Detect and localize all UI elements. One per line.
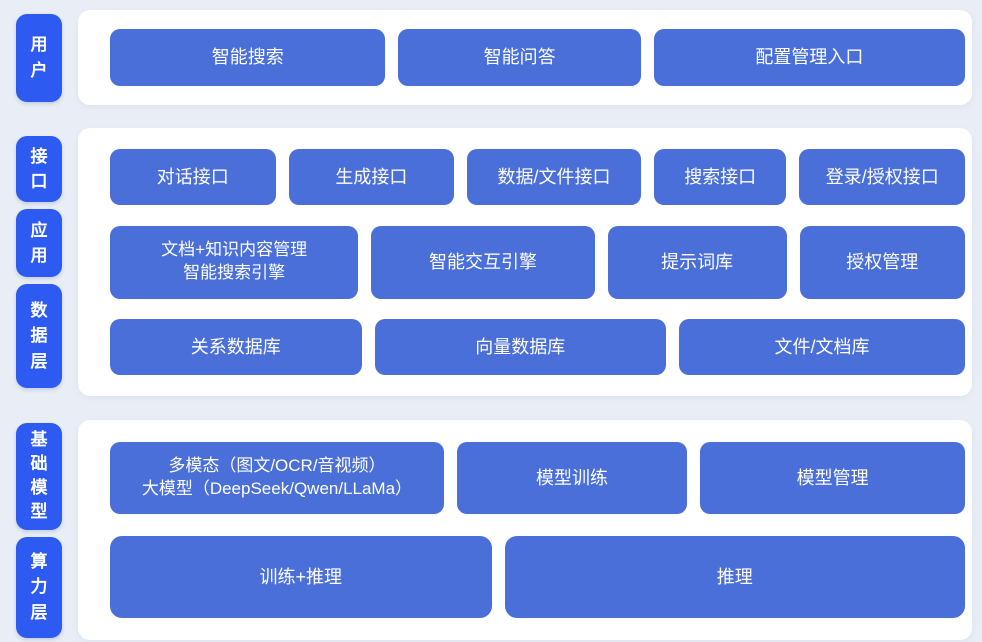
block-inference: 推理 bbox=[504, 536, 965, 618]
block-authorization-management: 授权管理 bbox=[799, 225, 966, 299]
card-middle: 对话接口 生成接口 数据/文件接口 搜索接口 登录/授权接口 文档+知识内容管理… bbox=[78, 128, 972, 396]
block-doc-knowledge-search-engine: 文档+知识内容管理 智能搜索引擎 bbox=[110, 225, 359, 299]
layer-labels-user: 用 户 bbox=[16, 10, 62, 105]
block-training-inference: 训练+推理 bbox=[110, 536, 492, 618]
layer-label-compute: 算 力 层 bbox=[16, 536, 62, 638]
row-applications: 文档+知识内容管理 智能搜索引擎 智能交互引擎 提示词库 授权管理 bbox=[78, 225, 972, 299]
layer-label-application: 应 用 bbox=[16, 209, 62, 277]
block-search-api: 搜索接口 bbox=[653, 148, 787, 205]
row-interfaces: 对话接口 生成接口 数据/文件接口 搜索接口 登录/授权接口 bbox=[78, 148, 972, 205]
block-prompt-library: 提示词库 bbox=[607, 225, 787, 299]
layer-labels-middle: 接 口 应 用 数 据 层 bbox=[16, 128, 62, 396]
row-foundation-models: 多模态（图文/OCR/音视频） 大模型（DeepSeek/Qwen/LLaMa）… bbox=[78, 442, 972, 514]
card-user: 智能搜索 智能问答 配置管理入口 bbox=[78, 10, 972, 105]
block-login-auth-api: 登录/授权接口 bbox=[799, 148, 965, 205]
layer-label-interface: 接 口 bbox=[16, 136, 62, 202]
block-intelligent-interaction-engine: 智能交互引擎 bbox=[371, 225, 595, 299]
block-data-file-api: 数据/文件接口 bbox=[467, 148, 641, 205]
layer-labels-bottom: 基 础 模 型 算 力 层 bbox=[16, 420, 62, 640]
block-model-management: 模型管理 bbox=[700, 442, 965, 514]
band-foundation-compute: 基 础 模 型 算 力 层 多模态（图文/OCR/音视频） 大模型（DeepSe… bbox=[16, 420, 972, 640]
block-config-management-entry: 配置管理入口 bbox=[653, 29, 965, 86]
block-model-training: 模型训练 bbox=[456, 442, 688, 514]
block-intelligent-qa: 智能问答 bbox=[398, 29, 641, 86]
layer-label-data: 数 据 层 bbox=[16, 284, 62, 388]
row-compute: 训练+推理 推理 bbox=[78, 536, 972, 618]
block-intelligent-search: 智能搜索 bbox=[110, 29, 386, 86]
card-bottom: 多模态（图文/OCR/音视频） 大模型（DeepSeek/Qwen/LLaMa）… bbox=[78, 420, 972, 640]
row-data-stores: 关系数据库 向量数据库 文件/文档库 bbox=[78, 319, 972, 376]
block-file-document-store: 文件/文档库 bbox=[678, 319, 965, 376]
layer-label-foundation-model: 基 础 模 型 bbox=[16, 422, 62, 530]
block-multimodal-llm: 多模态（图文/OCR/音视频） 大模型（DeepSeek/Qwen/LLaMa） bbox=[110, 442, 444, 514]
band-user: 用 户 智能搜索 智能问答 配置管理入口 bbox=[16, 10, 972, 105]
block-relational-database: 关系数据库 bbox=[110, 319, 362, 376]
block-generation-api: 生成接口 bbox=[288, 148, 455, 205]
layer-label-user: 用 户 bbox=[16, 13, 62, 102]
block-vector-database: 向量数据库 bbox=[374, 319, 666, 376]
band-interface-application-data: 接 口 应 用 数 据 层 对话接口 生成接口 数据/文件接口 搜索接口 登录/… bbox=[16, 128, 972, 396]
row-user-entries: 智能搜索 智能问答 配置管理入口 bbox=[78, 29, 972, 86]
block-dialog-api: 对话接口 bbox=[110, 148, 276, 205]
